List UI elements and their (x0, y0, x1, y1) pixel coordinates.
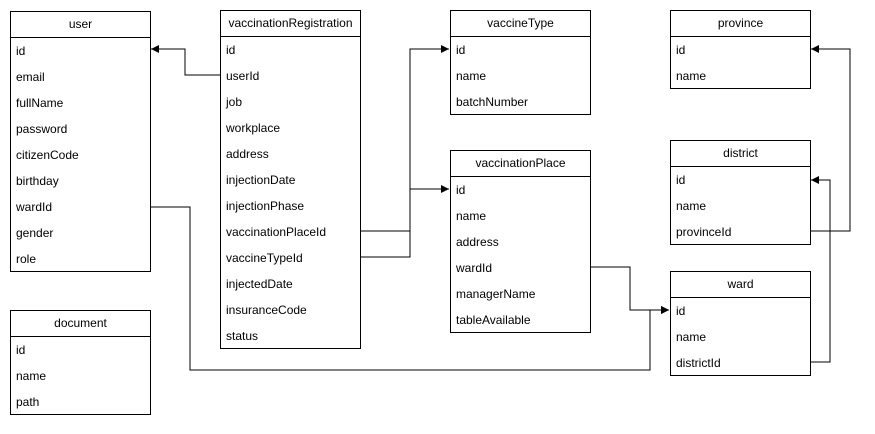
field-row: gender (16, 226, 54, 240)
entity-province: province id name (670, 10, 811, 89)
link-to-vaccineType (360, 45, 449, 232)
field-row: id (676, 304, 686, 318)
field-row: name (676, 69, 707, 83)
field-row: id (16, 343, 26, 357)
field-row: name (16, 369, 47, 383)
field-row: address (456, 235, 499, 249)
link-provinceId-to-province (810, 45, 851, 232)
entity-title: document (11, 311, 150, 337)
entity-title: vaccineType (451, 11, 590, 37)
field-row: batchNumber (456, 95, 529, 109)
field-row: role (16, 252, 37, 266)
field-row: address (226, 147, 269, 161)
entity-title: province (671, 11, 810, 37)
field-row: tableAvailable (456, 313, 531, 327)
field-row: fullName (16, 96, 64, 110)
entity-ward: ward id name districtId (670, 271, 811, 376)
entity-user: user id email fullName password citizenC… (10, 11, 151, 272)
field-row: injectionPhase (226, 199, 305, 213)
field-row: injectionDate (226, 173, 296, 187)
link-place-wardId-to-ward (590, 266, 669, 314)
field-row: injectedDate (226, 277, 293, 291)
entity-vaccinationRegistration: vaccinationRegistration id userId job wo… (220, 10, 361, 349)
field-row: path (16, 395, 40, 409)
link-districtId-to-district (810, 176, 831, 363)
field-row: name (456, 69, 487, 83)
field-row: password (16, 122, 68, 136)
field-row: insuranceCode (226, 303, 307, 317)
field-row: id (456, 43, 466, 57)
field-row: vaccinationPlaceId (226, 225, 327, 239)
link-user-wardId-to-ward (150, 206, 669, 371)
field-row: provinceId (676, 225, 732, 239)
field-row: id (676, 43, 686, 57)
field-row: vaccineTypeId (226, 251, 303, 265)
field-row: name (456, 209, 487, 223)
entity-title: vaccinationPlace (451, 151, 590, 177)
field-row: job (226, 95, 243, 109)
field-row: status (226, 329, 259, 343)
entity-title: vaccinationRegistration (221, 11, 360, 37)
entity-district: district id name provinceId (670, 140, 811, 245)
field-row: id (226, 43, 236, 57)
entity-title: district (671, 141, 810, 167)
field-row: id (676, 173, 686, 187)
field-row: id (456, 183, 466, 197)
link-to-vaccinationPlace (360, 185, 449, 258)
entity-vaccineType: vaccineType id name batchNumber (450, 10, 591, 115)
link-userId-to-user (151, 45, 220, 76)
entity-vaccinationPlace: vaccinationPlace id name address wardId … (450, 150, 591, 333)
entity-document: document id name path (10, 310, 151, 415)
field-row: managerName (456, 287, 536, 301)
field-row: name (676, 199, 707, 213)
field-row: workplace (226, 121, 281, 135)
field-row: citizenCode (16, 148, 79, 162)
entity-title: user (11, 12, 150, 38)
field-row: email (16, 70, 45, 84)
field-row: birthday (16, 174, 59, 188)
field-row: wardId (456, 261, 493, 275)
field-row: districtId (676, 356, 721, 370)
field-row: wardId (16, 200, 53, 214)
field-row: id (16, 44, 26, 58)
field-row: name (676, 330, 707, 344)
field-row: userId (226, 69, 260, 83)
entity-title: ward (671, 272, 810, 298)
